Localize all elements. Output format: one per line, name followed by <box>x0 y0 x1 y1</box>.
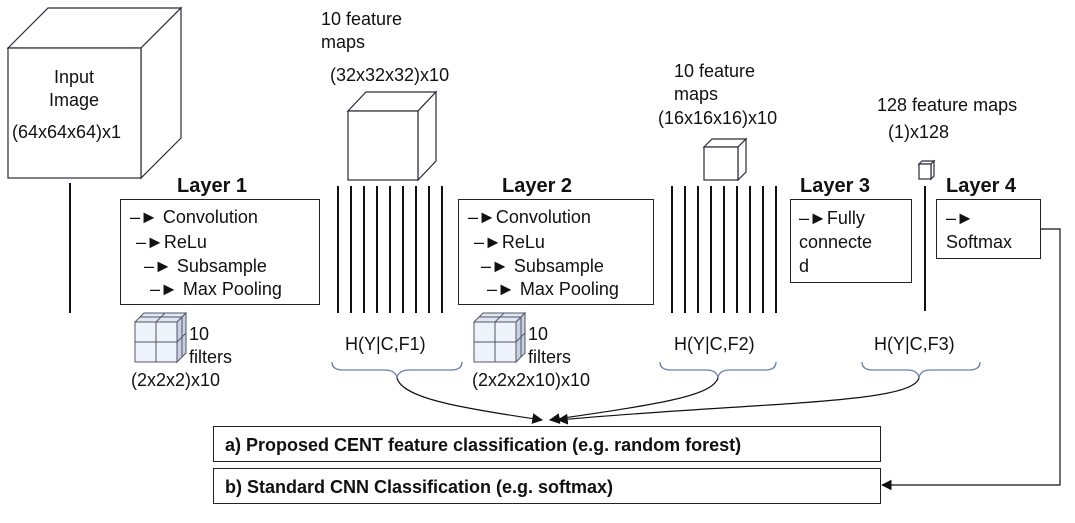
maps1-label-line1: 10 feature <box>321 9 403 29</box>
layer1-op-relu: –►ReLu <box>136 232 207 252</box>
input-label-line1: Input <box>53 67 95 87</box>
maps1-size: (32x32x32)x10 <box>330 65 450 85</box>
input-label-line2: Image <box>48 90 100 110</box>
maps3-label: 128 feature maps <box>877 95 1018 115</box>
filters2-count: 10 <box>528 324 549 344</box>
filters1-word: filters <box>189 347 233 367</box>
layer1-box <box>120 199 320 305</box>
filters-1-cube <box>133 311 188 364</box>
layer1-op-maxpool: –► Max Pooling <box>150 279 282 299</box>
arrow-brace-1 <box>396 377 544 424</box>
layer2-op-subsample: –► Subsample <box>481 256 604 276</box>
layer4-title: Layer 4 <box>946 175 1017 197</box>
filters1-size: (2x2x2)x10 <box>131 370 221 390</box>
input-size: (64x64x64)x1 <box>12 122 122 142</box>
feature-lines-1 <box>337 186 443 313</box>
filters-2-cube <box>472 311 527 364</box>
arrow-brace-2 <box>548 377 719 424</box>
entropy-f3: H(Y|C,F3) <box>874 334 955 354</box>
layer3-op-line3: d <box>799 256 810 276</box>
layer1-op-subsample: –► Subsample <box>144 256 267 276</box>
proposed-classification-label: a) Proposed CENT feature classification … <box>225 435 742 455</box>
feature-lines-2 <box>671 186 777 313</box>
proposed-classification-box: a) Proposed CENT feature classification … <box>213 426 881 462</box>
layer4-op-line1: –► <box>946 208 974 228</box>
standard-classification-box: b) Standard CNN Classification (e.g. sof… <box>213 468 881 504</box>
layer4-op-line2: Softmax <box>946 232 1013 252</box>
layer4-box <box>936 199 1041 259</box>
arrow-softmax <box>880 228 1061 491</box>
layer2-op-relu: –►ReLu <box>474 232 545 252</box>
layer2-op-convolution: –►Convolution <box>468 207 591 227</box>
maps2-label-line2: maps <box>674 84 719 104</box>
arrow-brace-3 <box>556 377 920 425</box>
brace-3 <box>861 361 981 379</box>
maps3-size: (1)x128 <box>888 122 950 142</box>
maps1-label-line2: maps <box>321 32 366 52</box>
maps2-label-line1: 10 feature <box>674 61 756 81</box>
layer3-title: Layer 3 <box>800 175 871 197</box>
layer2-op-maxpool: –► Max Pooling <box>487 279 619 299</box>
layer1-op-convolution: –► Convolution <box>130 207 258 227</box>
entropy-f2: H(Y|C,F2) <box>674 334 755 354</box>
input-image-cube <box>6 6 183 180</box>
layer2-box <box>458 199 654 305</box>
maps2-size: (16x16x16)x10 <box>658 108 778 128</box>
layer1-title: Layer 1 <box>177 175 248 197</box>
layer3-box <box>790 199 912 283</box>
layer3-op-line1: –►Fully <box>799 208 865 228</box>
filters1-count: 10 <box>189 324 210 344</box>
feature-maps-1-cube <box>346 90 438 182</box>
layer2-title: Layer 2 <box>502 175 573 197</box>
feature-maps-3-cube <box>917 159 936 181</box>
entropy-f1: H(Y|C,F1) <box>345 334 426 354</box>
standard-classification-label: b) Standard CNN Classification (e.g. sof… <box>225 477 614 497</box>
feature-maps-2-cube <box>702 137 748 182</box>
filters2-word: filters <box>528 347 572 367</box>
brace-2 <box>659 361 777 379</box>
filters2-size: (2x2x2x10)x10 <box>472 370 591 390</box>
layer3-op-line2: connecte <box>799 232 873 252</box>
brace-1 <box>331 361 463 379</box>
